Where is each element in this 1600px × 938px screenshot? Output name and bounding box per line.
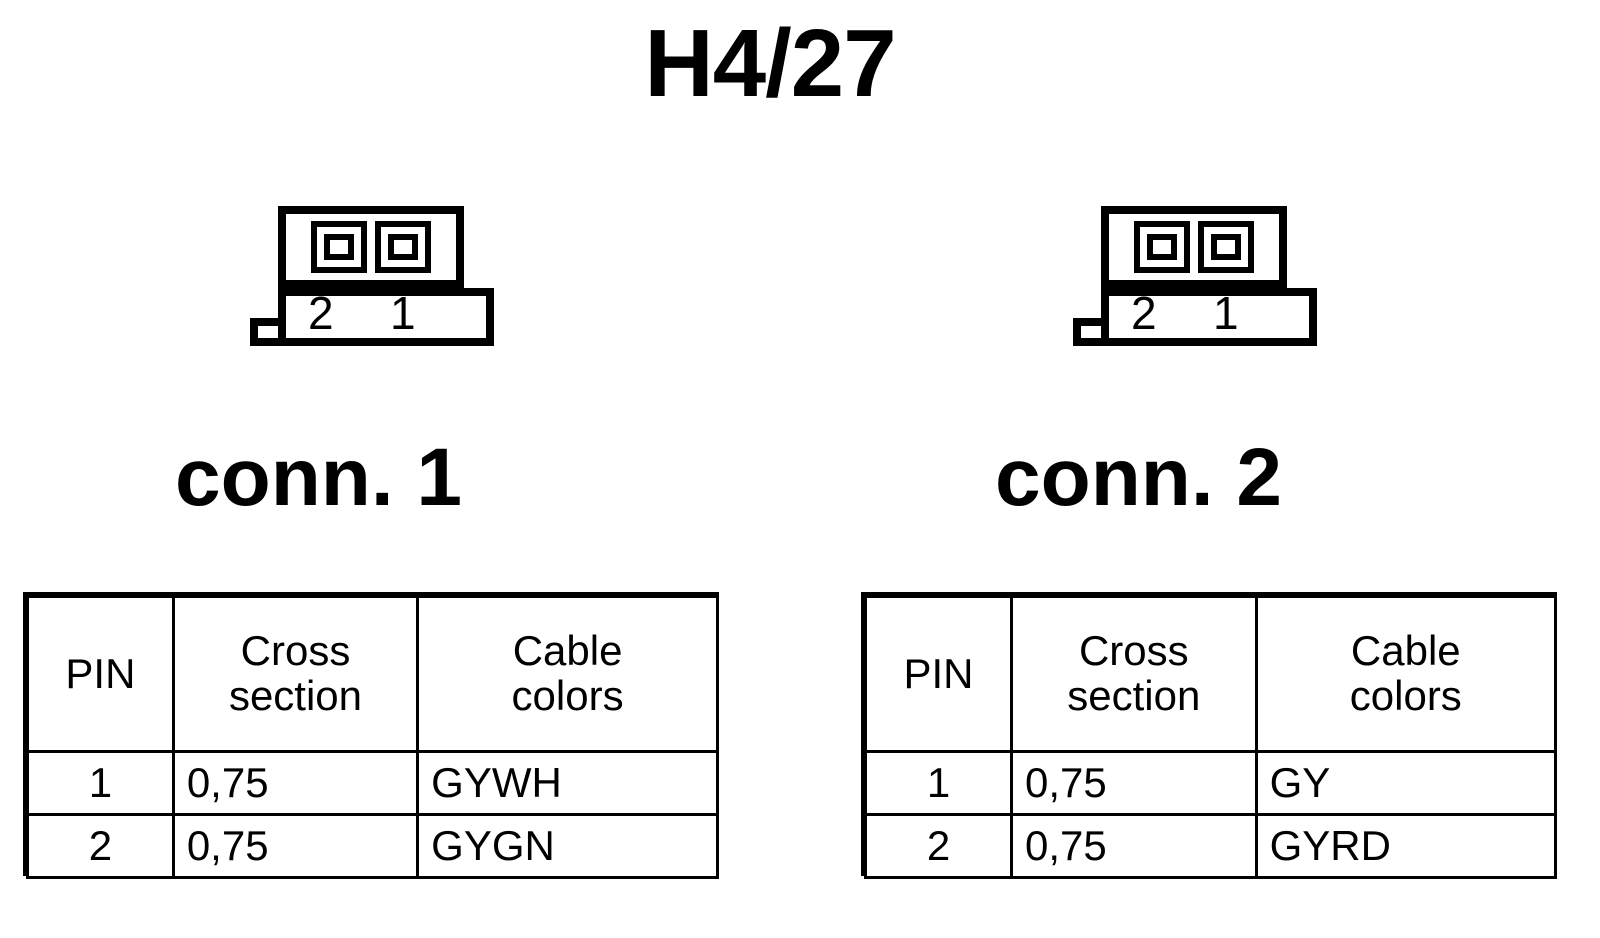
connector-housing-base: 2 1 — [1101, 288, 1317, 346]
header-pin: PIN — [864, 595, 1013, 753]
header-cross-line-1: Cross — [240, 627, 351, 675]
header-pin: PIN — [26, 595, 175, 753]
header-cross-line-1: Cross — [1078, 627, 1189, 675]
cell-cable-colors: GYRD — [1254, 813, 1558, 879]
pin-cavity-icon — [375, 221, 431, 273]
cell-cable-colors: GYGN — [416, 813, 719, 879]
pin-contact-icon — [1211, 234, 1241, 260]
cell-cable-colors: GYWH — [416, 750, 719, 816]
header-pin-line-1: PIN — [65, 649, 136, 697]
pin-table: PIN Cross section Cable colors 1 0,75 GY… — [864, 595, 1558, 879]
cell-cross-section: 0,75 — [171, 750, 420, 816]
header-cross-line-2: section — [1067, 672, 1201, 719]
connector-symbol-conn-1: 2 1 — [245, 196, 505, 356]
connector-housing-base: 2 1 — [278, 288, 494, 346]
pin-table: PIN Cross section Cable colors 1 0,75 GY… — [26, 595, 719, 879]
table-row: 2 0,75 GYRD — [864, 813, 1558, 879]
table-row: 2 0,75 GYGN — [26, 813, 719, 879]
cell-cross-section: 0,75 — [171, 813, 420, 879]
header-cable-colors: Cable colors — [1254, 595, 1558, 753]
pin-cavity-icon — [1134, 221, 1190, 273]
cell-pin: 2 — [26, 813, 175, 879]
connector-pin-numbers: 2 1 — [286, 287, 486, 339]
connector-symbol-conn-2: 2 1 — [1068, 196, 1328, 356]
header-colors-line-2: colors — [1349, 672, 1462, 719]
header-colors-line-1: Cable — [1350, 627, 1461, 675]
pin-cavity-row — [294, 221, 448, 273]
cell-cross-section: 0,75 — [1010, 813, 1258, 879]
pin-cavity-icon — [1198, 221, 1254, 273]
header-cross-line-2: section — [228, 672, 363, 719]
header-colors-line-2: colors — [511, 672, 624, 719]
connector-caption-conn-2: conn. 2 — [995, 432, 1283, 523]
pin-table-conn-1: PIN Cross section Cable colors 1 0,75 GY… — [23, 592, 719, 879]
page-title: H4/27 — [644, 10, 896, 117]
pin-contact-icon — [1147, 234, 1177, 260]
pin-contact-icon — [324, 234, 354, 260]
header-cable-colors: Cable colors — [416, 595, 719, 753]
connector-pin-number-left: 2 — [308, 287, 334, 339]
header-cross-section: Cross section — [1010, 595, 1258, 753]
table-header-row: PIN Cross section Cable colors — [26, 595, 719, 753]
connector-pin-number-right: 1 — [390, 287, 416, 339]
table-row: 1 0,75 GY — [864, 750, 1558, 816]
cell-pin: 2 — [864, 813, 1013, 879]
cell-cable-colors: GY — [1254, 750, 1558, 816]
cell-pin: 1 — [26, 750, 175, 816]
header-pin-line-1: PIN — [903, 649, 974, 697]
cell-pin: 1 — [864, 750, 1013, 816]
pin-cavity-row — [1117, 221, 1271, 273]
pin-table-conn-2: PIN Cross section Cable colors 1 0,75 GY… — [861, 592, 1558, 879]
connector-housing-top — [1101, 206, 1287, 288]
header-cross-section: Cross section — [171, 595, 420, 753]
connector-housing-top — [278, 206, 464, 288]
cell-cross-section: 0,75 — [1010, 750, 1258, 816]
table-header-row: PIN Cross section Cable colors — [864, 595, 1558, 753]
connector-pin-numbers: 2 1 — [1109, 287, 1309, 339]
pin-contact-icon — [388, 234, 418, 260]
pin-cavity-icon — [311, 221, 367, 273]
connector-pin-number-right: 1 — [1213, 287, 1239, 339]
connector-pin-number-left: 2 — [1131, 287, 1157, 339]
connector-caption-conn-1: conn. 1 — [175, 432, 463, 523]
table-row: 1 0,75 GYWH — [26, 750, 719, 816]
header-colors-line-1: Cable — [512, 627, 623, 675]
